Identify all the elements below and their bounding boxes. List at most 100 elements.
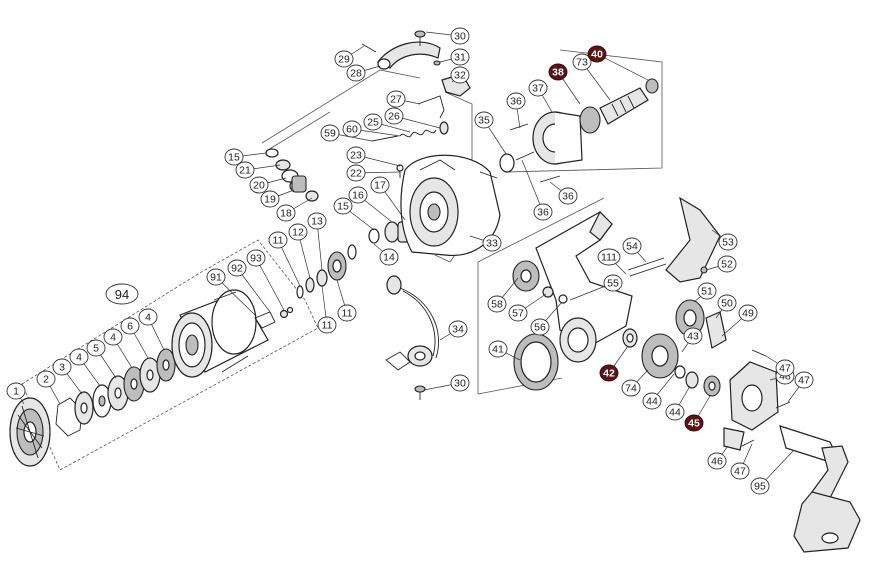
callout-label: 54 [626, 241, 638, 253]
callout-6: 6 [120, 317, 140, 335]
callout-94: 94 [105, 283, 139, 305]
callout-bubble [386, 90, 406, 108]
callout-label: 111 [601, 252, 617, 264]
callout-bubble [103, 328, 123, 346]
callout-label: 51 [701, 286, 713, 298]
callout-4: 4 [103, 328, 123, 346]
callout-bubble [334, 50, 354, 68]
callout-bubble [450, 66, 470, 84]
callout-bubble [684, 414, 704, 432]
callout-label: 38 [552, 67, 564, 79]
callout-36: 36 [506, 92, 526, 110]
callout-11: 11 [317, 316, 337, 334]
callout-label: 4 [145, 312, 151, 324]
callout-bubble [246, 249, 266, 267]
callout-bubble [508, 304, 528, 322]
callout-53: 53 [718, 233, 738, 251]
callout-43: 43 [683, 327, 703, 345]
callout-label: 18 [280, 208, 292, 220]
callout-14: 14 [379, 248, 399, 266]
callout-bubble [268, 231, 288, 249]
spool-shaft-parts-11-13 [296, 244, 357, 299]
callout-51: 51 [697, 282, 717, 300]
callout-bubble [707, 452, 727, 470]
callout-label: 52 [721, 259, 733, 271]
callout-label: 28 [350, 68, 362, 80]
bail-spring-parts-25-27 [371, 95, 449, 178]
side-cover-part-53 [665, 196, 721, 283]
callout-label: 95 [754, 481, 766, 493]
callout-bubble [450, 48, 470, 66]
callout-label: 11 [342, 308, 353, 320]
callout-bubble [288, 223, 308, 241]
callout-15: 15 [333, 197, 353, 215]
callout-label: 93 [250, 253, 262, 265]
callout-1: 1 [6, 382, 26, 400]
callout-91: 91 [206, 268, 226, 286]
rotor-part-33 [400, 154, 501, 257]
callout-bubble [599, 364, 619, 382]
callout-label: 12 [292, 227, 304, 239]
callout-label: 44 [669, 407, 681, 419]
callout-label: 73 [576, 57, 588, 69]
callout-bubble [530, 318, 550, 336]
callout-label: 5 [93, 343, 99, 355]
spool-assembly-box [21, 239, 319, 471]
callout-label: 59 [324, 128, 336, 140]
callout-label: 47 [798, 375, 810, 387]
callout-bubble [138, 308, 158, 326]
callout-bubble [665, 403, 685, 421]
callout-label: 29 [338, 54, 350, 66]
crank-base-part-46 [723, 427, 745, 451]
washer-parts-43-45 [674, 365, 721, 397]
callout-bubble [348, 186, 368, 204]
leader-line-36 [521, 159, 544, 213]
callout-label: 56 [534, 322, 546, 334]
callout-bubble [317, 316, 337, 334]
leader-line-92 [236, 267, 271, 313]
callout-20: 20 [249, 176, 269, 194]
callout-label: 94 [115, 287, 129, 302]
clip-part-2 [55, 397, 83, 437]
callout-bubble [227, 259, 247, 277]
clicker-parts-91-93 [254, 306, 294, 329]
callout-bubble [450, 27, 470, 45]
callout-bubble [717, 294, 737, 312]
callout-bubble [717, 255, 737, 273]
callout-56: 56 [530, 318, 550, 336]
callout-bubble [775, 359, 795, 377]
callout-label: 16 [352, 190, 364, 202]
shaft-part-54 [627, 257, 667, 277]
callout-label: 25 [367, 117, 379, 129]
callout-bubble [36, 370, 56, 388]
callout-93: 93 [246, 249, 266, 267]
rotor-nut-parts-15-21 [265, 148, 319, 202]
callout-label: 26 [388, 111, 400, 123]
callout-bubble [346, 146, 366, 164]
callout-40: 40 [587, 45, 607, 63]
callout-label: 47 [779, 363, 791, 375]
callout-label: 3 [59, 362, 65, 374]
drive-gear-part-41 [513, 333, 559, 391]
callout-bubble [6, 382, 26, 400]
callout-label: 27 [390, 94, 402, 106]
callout-bubble [622, 237, 642, 255]
leader-line-91 [215, 276, 257, 317]
callout-5: 5 [86, 339, 106, 357]
callout-bubble [206, 268, 226, 286]
callout-label: 36 [562, 191, 574, 203]
callout-bubble [120, 317, 140, 335]
callout-label: 22 [350, 168, 362, 180]
callout-label: 44 [646, 396, 658, 408]
callout-47: 47 [794, 371, 814, 389]
callout-bubble [249, 176, 269, 194]
callout-bubble [450, 374, 470, 392]
callout-label: 35 [478, 115, 490, 127]
callout-59: 59 [320, 124, 340, 142]
callout-95: 95 [750, 477, 770, 495]
body-part-111 [535, 210, 633, 363]
callout-30: 30 [450, 27, 470, 45]
callout-30: 30 [450, 374, 470, 392]
callout-bubble [260, 190, 280, 208]
gear-parts-51-74 [641, 299, 727, 379]
